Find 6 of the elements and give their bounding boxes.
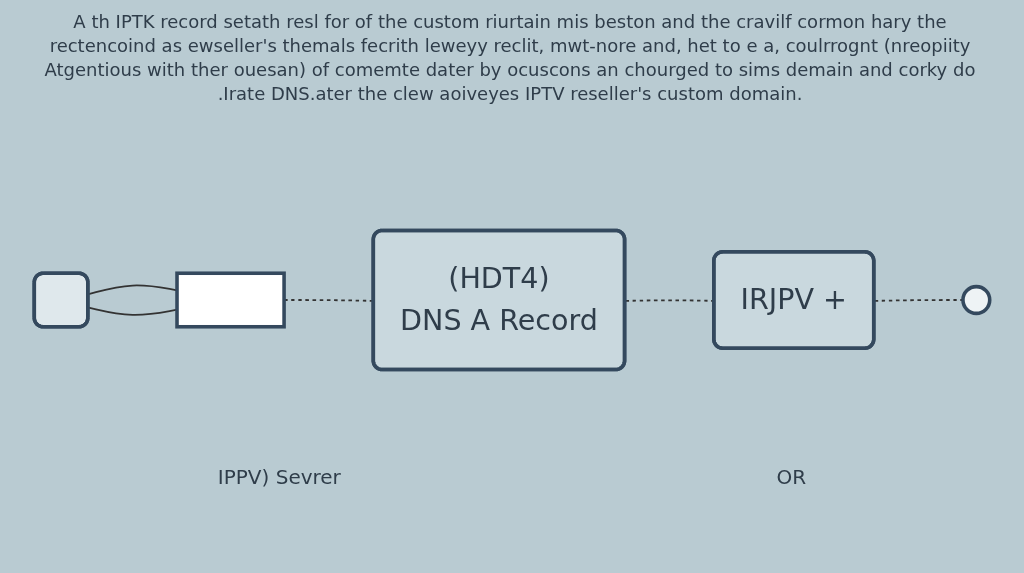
node-circle [961, 284, 992, 316]
connector [873, 299, 964, 302]
heading-paragraph: A th IPTK record setath resl for of the custom riurtain mis beston and the cravilf cormon hary the rectencoind as ewseller's themals fecrith leweyy reclit, mwt-nore and, het to e a, coulrrognt (nreopiity Atgentious with ther ouesan) of comemte dater by ocuscons an chourged to sims demain and corky do .Irate DNS.ater the clew aoiveyes IPTV reseller's custom domain. [43, 10, 977, 106]
node-box [175, 271, 286, 329]
note-text: OR [776, 465, 807, 489]
note-text: IPPV) Sevrer [217, 465, 341, 489]
